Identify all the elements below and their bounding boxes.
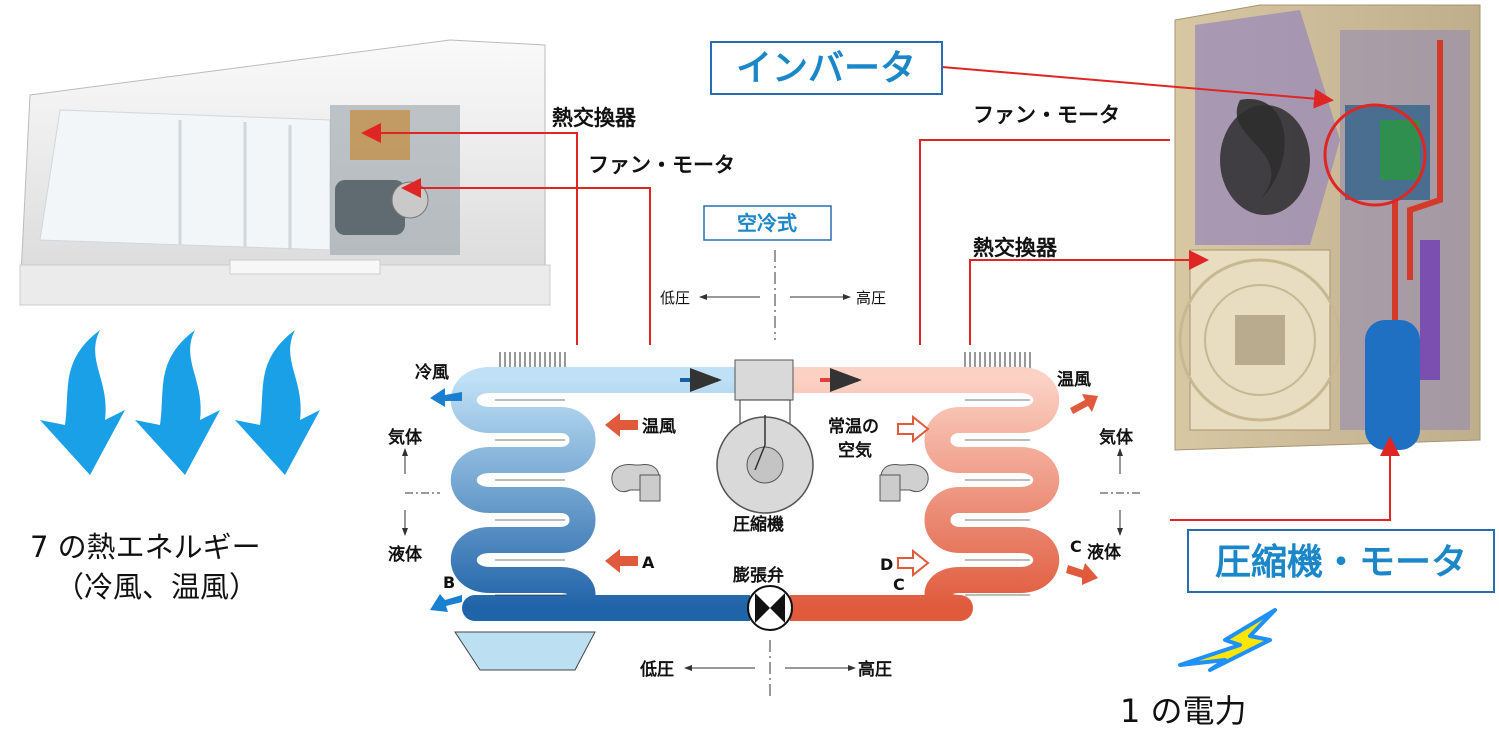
inverter-label: インバータ [736, 48, 916, 89]
blue-curved-arrow-icon [40, 330, 125, 475]
blue-curved-arrow-icon [135, 330, 220, 475]
fan-blade-icon [879, 464, 929, 502]
inverter-box: インバータ [710, 41, 943, 95]
warm-air-out-label: 温風 [1057, 370, 1091, 390]
liquid-left-label: 液体 [388, 544, 423, 565]
red-leader-lines [361, 66, 1400, 521]
indoor-heat-exchanger-label: 熱交換器 [552, 106, 637, 130]
blue-curved-arrow-icon [235, 330, 320, 475]
high-pressure-bottom-label: 高圧 [858, 659, 892, 680]
point-c-label: C [893, 575, 905, 594]
gas-right-label: 気体 [1098, 427, 1134, 448]
evaporator-coil [450, 367, 750, 622]
indoor-fan-motor-label: ファン・モータ [588, 153, 735, 177]
arrow-a [605, 549, 638, 573]
arrow-warm-in [605, 413, 638, 437]
arrow-c-right [1066, 563, 1098, 585]
refrigeration-cycle [402, 250, 1140, 700]
gas-left-label: 気体 [387, 427, 423, 448]
expansion-valve-icon [747, 585, 793, 631]
low-pressure-top-label: 低圧 [660, 289, 690, 307]
heat-energy-line2: （冷風、温風） [55, 570, 258, 604]
indoor-unit-image [19, 39, 551, 306]
compressor-label: 圧縮機 [733, 514, 784, 535]
high-pressure-top-label: 高圧 [856, 289, 886, 307]
compressor-motor-label: 圧縮機・モータ [1215, 542, 1467, 583]
right-coil-fins [964, 352, 1031, 372]
condenser-coil [790, 367, 1060, 621]
labels: 熱交換器 ファン・モータ ファン・モータ 熱交換器 低圧 高圧 低圧 高圧 冷風… [30, 103, 1247, 730]
fan-blade-icon [611, 464, 661, 502]
drip-tray [454, 631, 596, 671]
compressor-motor-box: 圧縮機・モータ [1187, 529, 1495, 593]
arrow-cold-air [430, 388, 462, 407]
arrow-d [897, 548, 930, 578]
air-cooled-label: 空冷式 [737, 211, 797, 235]
air-cooled-box: 空冷式 [703, 205, 832, 241]
left-coil-fins [499, 352, 566, 372]
airflow-arrows [40, 330, 320, 475]
normal-temp-air-line1: 常温の [828, 416, 879, 437]
outdoor-heat-exchanger-label: 熱交換器 [973, 236, 1058, 260]
liquid-right-label: 液体 [1087, 542, 1122, 563]
point-c-right-label: C [1070, 537, 1082, 556]
outdoor-fan-motor-label: ファン・モータ [973, 103, 1120, 127]
point-a-label: A [642, 553, 655, 572]
normal-temp-air-line2: 空気 [838, 440, 872, 461]
heat-energy-line1: 7 の熱エネルギー [30, 530, 261, 564]
lightning-bolt-icon [1178, 608, 1277, 672]
arrow-normal-air [897, 414, 930, 444]
electric-power-label: 1 の電力 [1120, 692, 1247, 730]
arrow-warm-out [1070, 394, 1098, 414]
point-d-label: D [880, 555, 893, 574]
point-b-label: B [443, 573, 455, 592]
warm-air-in-label: 温風 [642, 417, 676, 437]
expansion-valve-label: 膨張弁 [733, 565, 784, 586]
compressor-top [734, 359, 794, 401]
outdoor-unit-image [1174, 4, 1481, 451]
cold-air-label: 冷風 [415, 362, 449, 383]
low-pressure-bottom-label: 低圧 [639, 659, 674, 680]
arrow-b [430, 594, 462, 612]
